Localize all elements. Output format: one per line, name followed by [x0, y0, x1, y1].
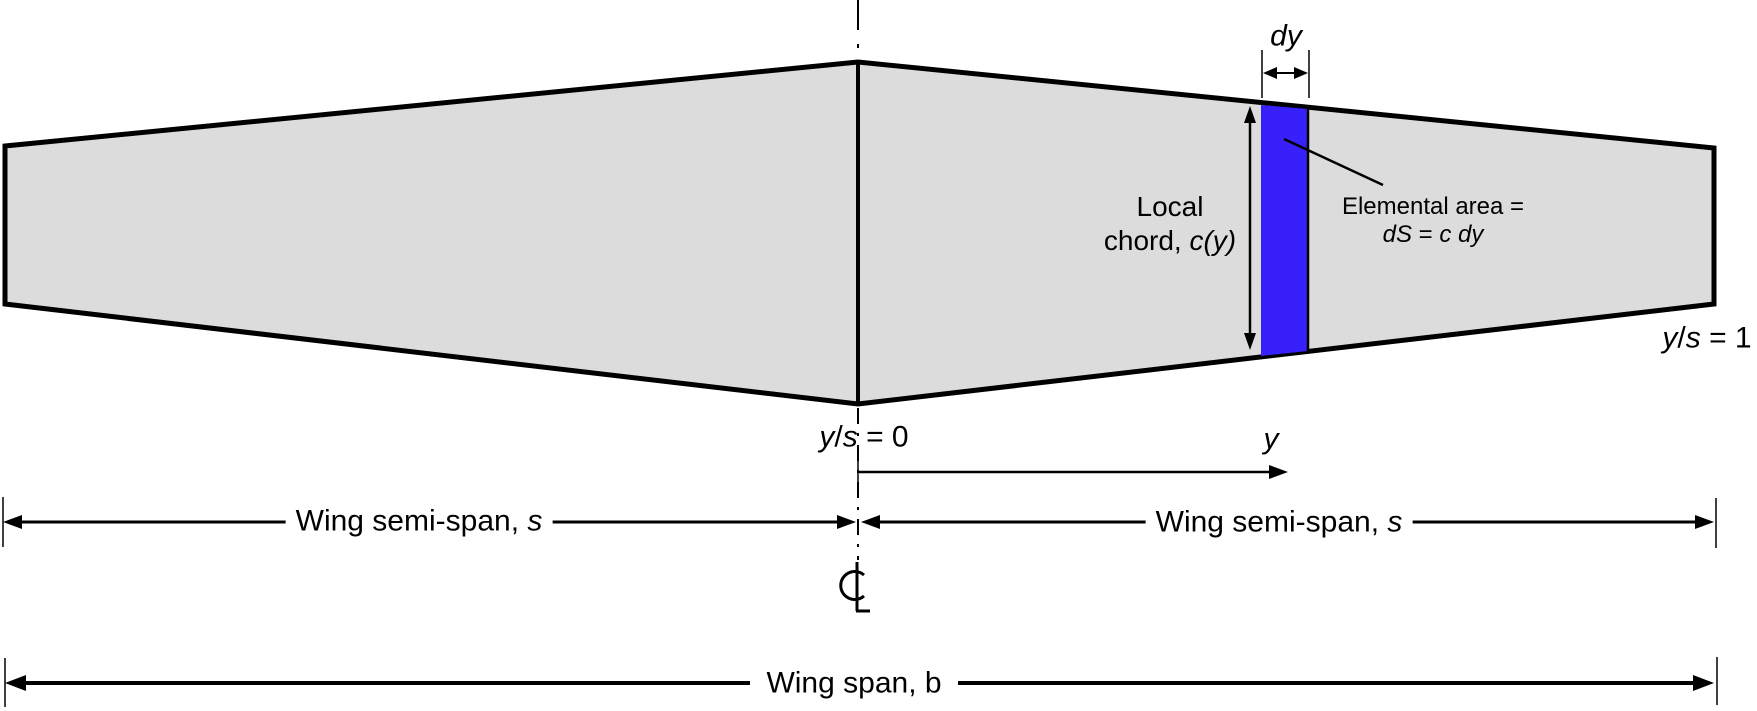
wing-semi-span-right-label: Wing semi-span, s [1145, 505, 1413, 539]
local-chord-label-line2: chord, c(y) [1103, 225, 1237, 256]
elemental-area-label-line2: dS = c dy [1382, 221, 1484, 248]
wing-span-dimension [4, 657, 1718, 707]
dy-label: dy [1270, 19, 1302, 53]
y-over-s-zero-label: y/s = 0 [819, 420, 909, 454]
local-chord-label-line1: Local [1136, 191, 1204, 222]
semi-span-right-dimension [861, 498, 1717, 548]
local-chord-label: Local chord, c(y) [1104, 190, 1236, 258]
centerline-symbol-arc [839, 570, 865, 601]
wing-semi-span-left-label: Wing semi-span, s [285, 504, 553, 538]
y-dimension-arrow [857, 461, 1288, 483]
elemental-area-leader-line [1283, 137, 1384, 187]
y-axis-label: y [1263, 422, 1279, 456]
y-over-s-one-label: y/s = 1 [1662, 321, 1752, 355]
wing-span-label: Wing span, b [756, 666, 952, 700]
semi-span-left-dimension [2, 497, 856, 547]
local-chord-arrow [1244, 106, 1256, 350]
centerline-symbol-icon [839, 562, 870, 613]
dy-double-arrow [1263, 67, 1308, 79]
elemental-strip [1261, 105, 1308, 356]
elemental-area-label: Elemental area = dS = c dy [1342, 193, 1524, 249]
elemental-area-label-line1: Elemental area = [1341, 193, 1525, 220]
